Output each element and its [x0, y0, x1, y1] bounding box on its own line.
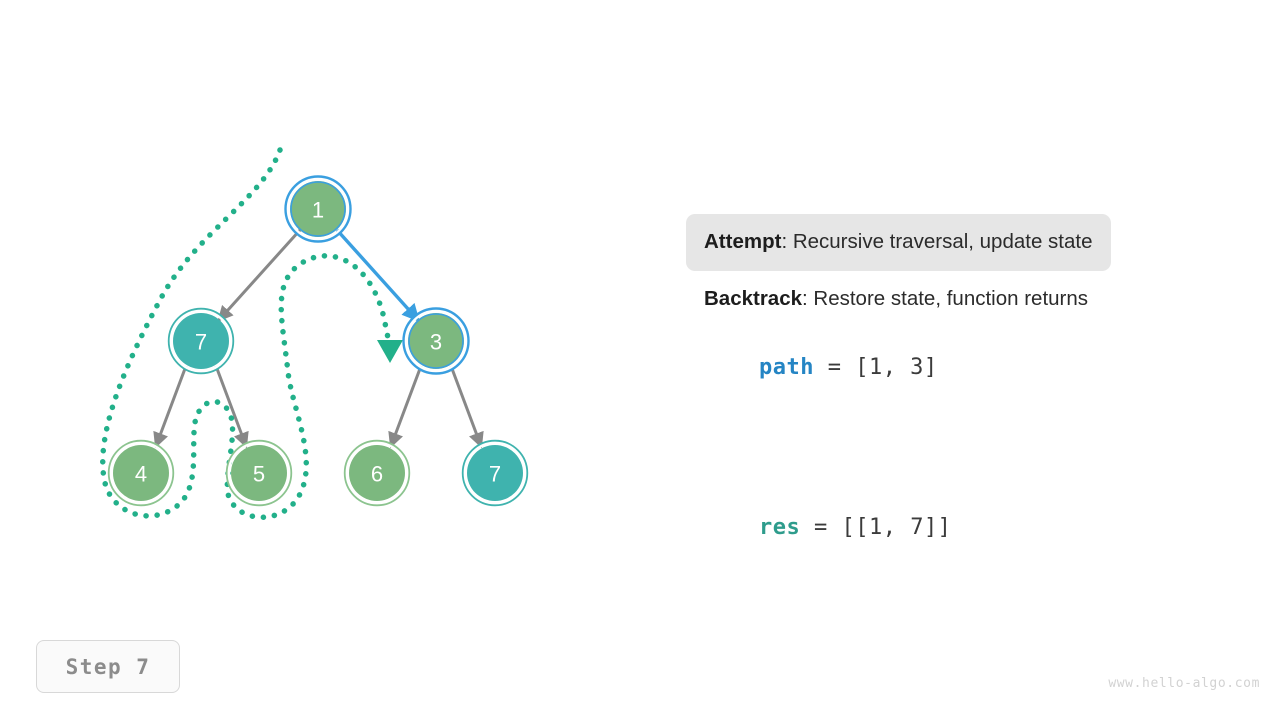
tree-node-1-label: 1	[312, 198, 324, 223]
res-variable-name: res	[758, 515, 801, 541]
tree-node-5[interactable]: 5	[225, 439, 293, 507]
tree-node-7-left[interactable]: 7	[167, 307, 235, 375]
recursion-trace	[100, 147, 403, 520]
edge-3-to-7	[449, 365, 484, 449]
step-badge: Step 7	[36, 640, 180, 693]
path-variable-value: = [1, 3]	[813, 355, 938, 381]
tree-node-4[interactable]: 4	[107, 439, 175, 507]
tree-node-3-label: 3	[430, 330, 442, 355]
watermark: www.hello-algo.com	[1108, 676, 1260, 691]
trace-arrowhead-icon	[377, 340, 403, 363]
tree-nodes: 1 7 3 4 5	[107, 175, 529, 507]
tree-node-7-left-label: 7	[195, 330, 207, 355]
res-variable-value: = [[1, 7]]	[800, 515, 952, 541]
tree-node-7-right[interactable]: 7	[461, 439, 529, 507]
attempt-label: Attempt	[704, 230, 782, 253]
res-state-line: res = [[1, 7]]	[686, 490, 1206, 565]
tree-node-1[interactable]: 1	[284, 175, 352, 243]
backtrack-row: Backtrack: Restore state, function retur…	[686, 271, 1106, 315]
edge-1-to-7	[217, 228, 302, 322]
tree-node-7-right-label: 7	[489, 462, 501, 487]
edge-1-to-3	[335, 228, 420, 322]
trace-path	[100, 147, 391, 520]
tree-node-5-label: 5	[253, 462, 265, 487]
edge-7-to-4	[153, 365, 188, 449]
binary-tree-diagram: 1 7 3 4 5	[100, 147, 529, 520]
attempt-text: : Recursive traversal, update state	[781, 230, 1093, 253]
edge-7-to-5	[214, 365, 249, 449]
tree-node-6-label: 6	[371, 462, 383, 487]
tree-node-4-label: 4	[135, 462, 147, 487]
path-variable-name: path	[758, 355, 814, 381]
tree-node-3[interactable]: 3	[402, 307, 470, 375]
edge-3-to-6	[388, 365, 423, 449]
backtrack-label: Backtrack	[704, 286, 803, 310]
info-panel: Attempt: Recursive traversal, update sta…	[686, 214, 1206, 565]
path-state-line: path = [1, 3]	[686, 330, 1206, 405]
backtrack-text: : Restore state, function returns	[802, 286, 1089, 310]
tree-node-6[interactable]: 6	[343, 439, 411, 507]
attempt-row: Attempt: Recursive traversal, update sta…	[686, 214, 1111, 271]
tree-edges	[153, 228, 484, 449]
